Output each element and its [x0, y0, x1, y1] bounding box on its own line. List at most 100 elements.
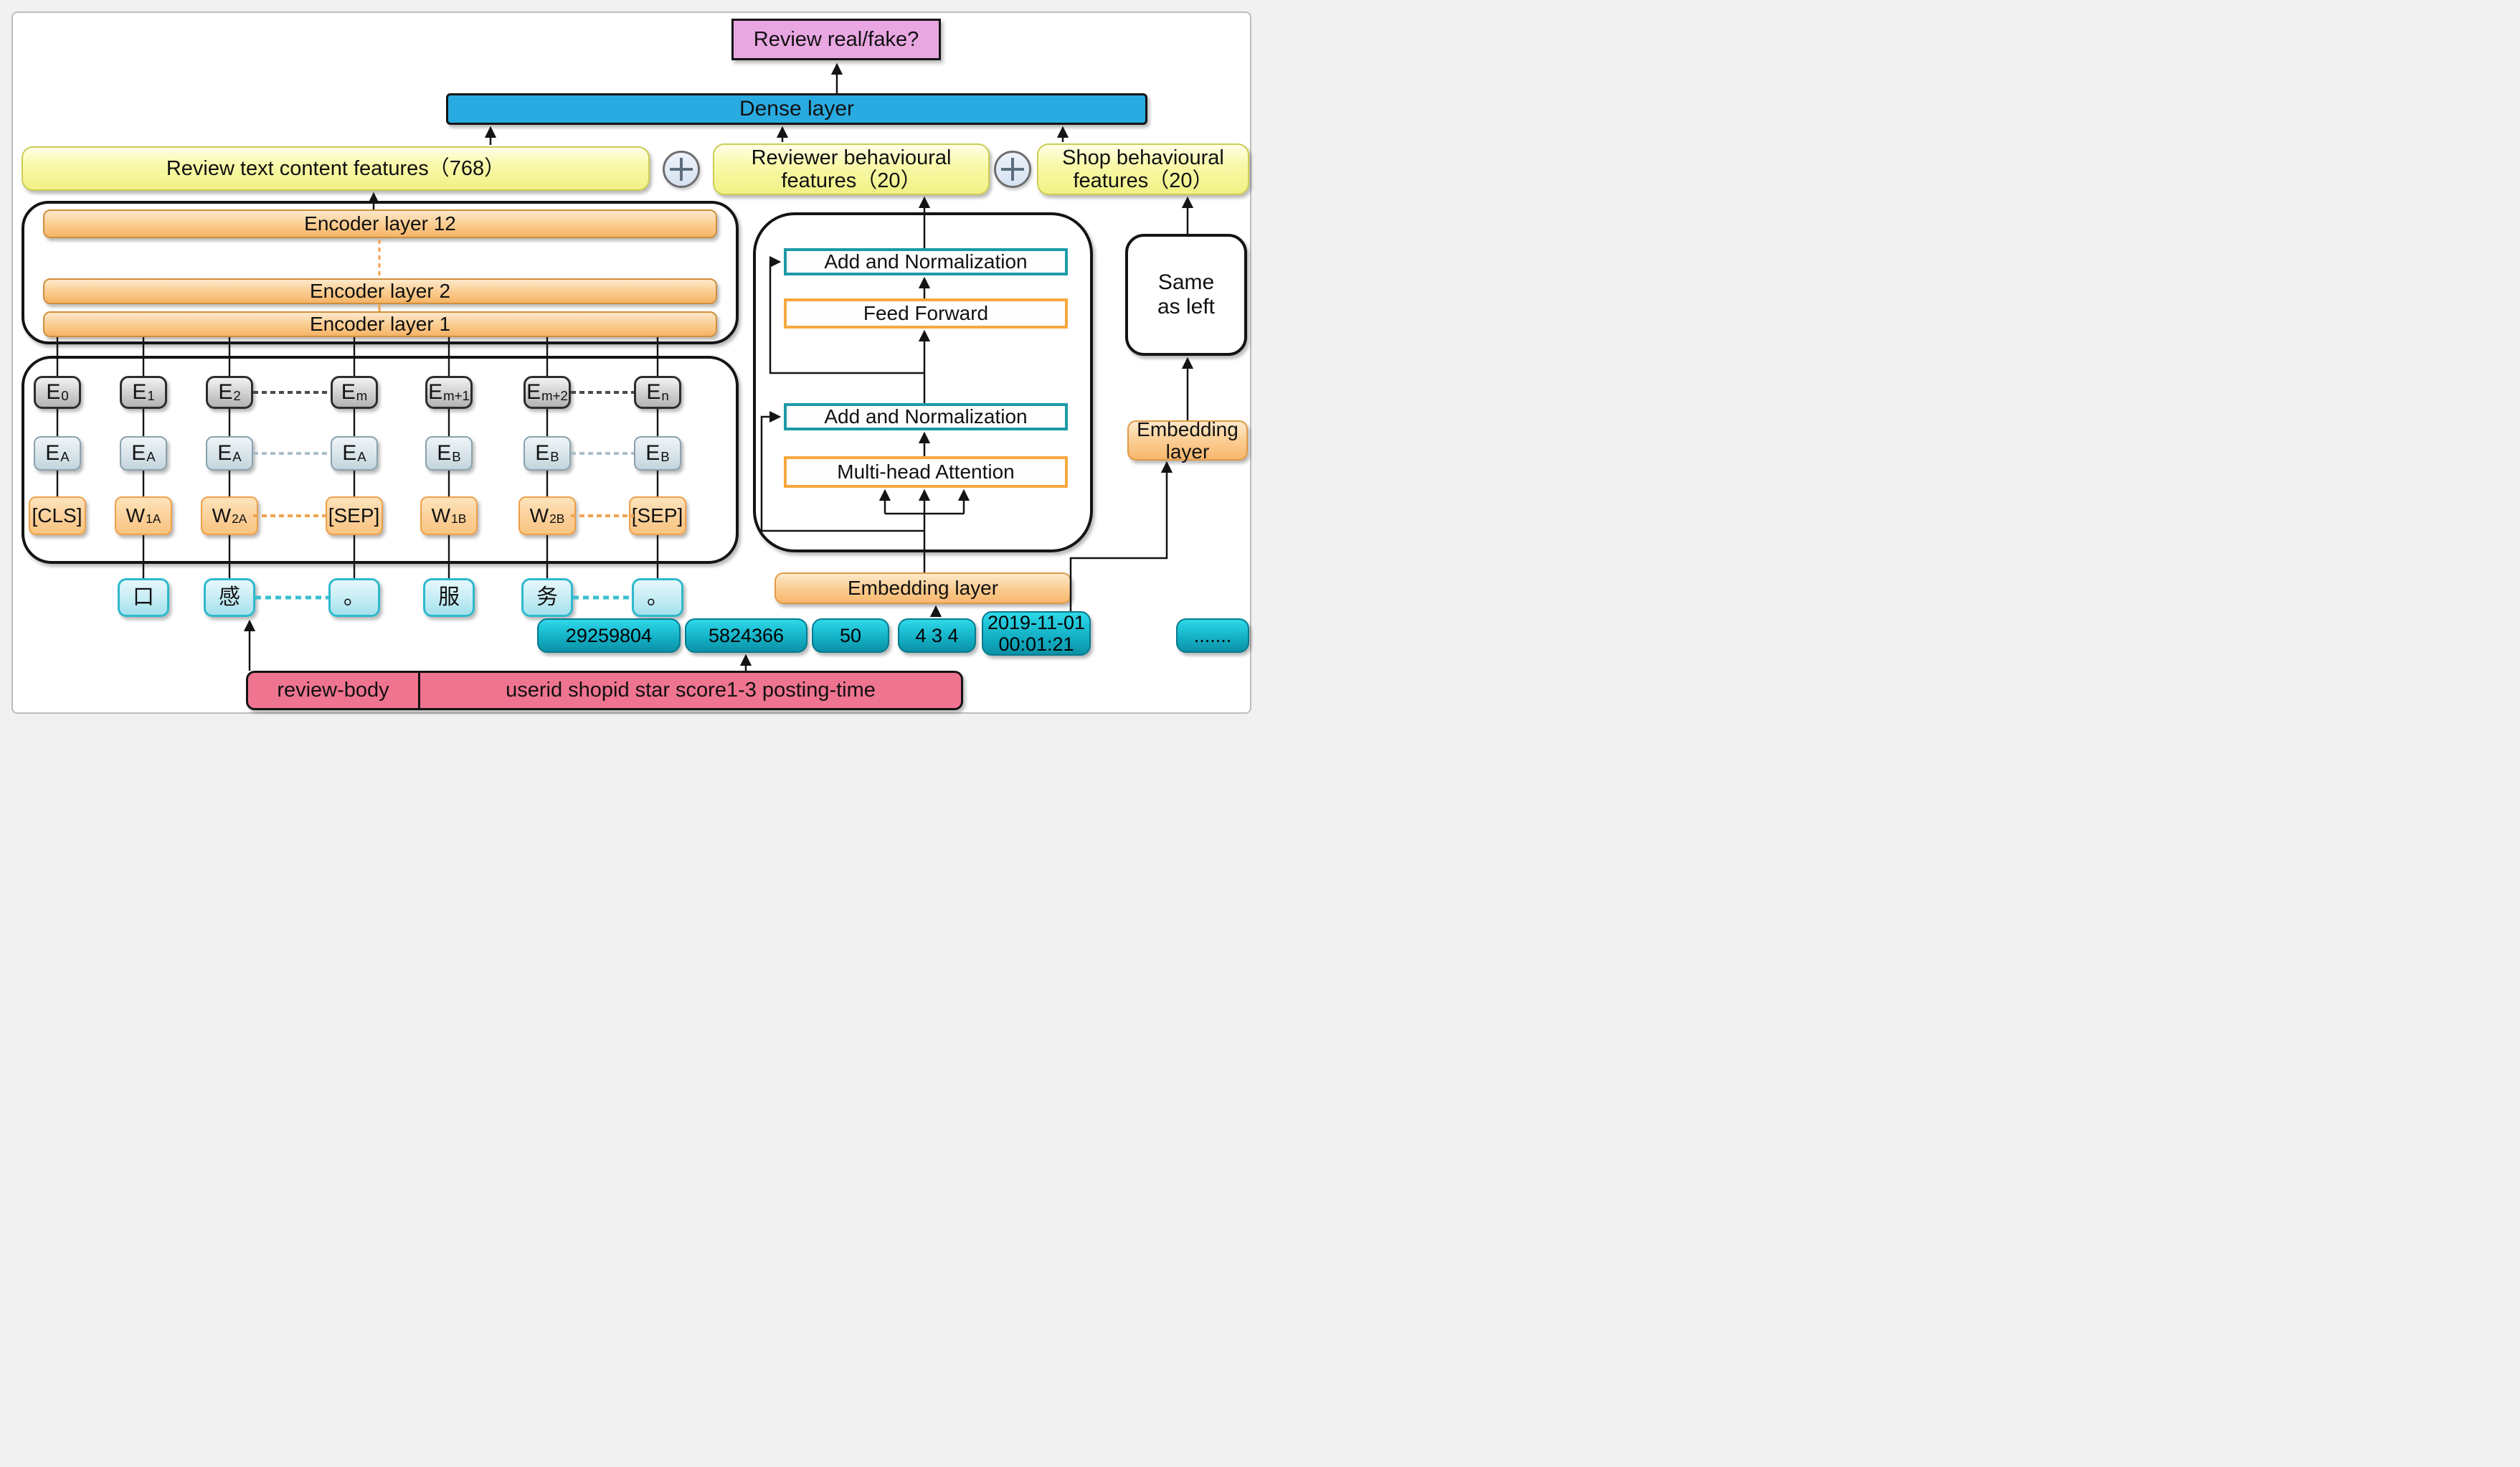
page: { "output_box": {"label": "Review real/f…	[0, 0, 1260, 734]
char-box: 。	[632, 578, 683, 617]
se-sub: B	[660, 449, 670, 465]
shop-behavioural-features-box: Shop behavioural features（20）	[1037, 143, 1249, 195]
char-label: 。	[647, 585, 668, 610]
char-label: 感	[219, 585, 240, 610]
token-main: W	[529, 504, 549, 527]
input-fields-bar: review-body userid shopid star score1-3 …	[246, 671, 963, 710]
pe-main: E	[428, 380, 443, 405]
shop-behavioural-line2: features（20）	[1073, 169, 1213, 192]
pe-sub: m	[356, 388, 368, 404]
token-box: [CLS]	[29, 496, 86, 535]
output-box: Review real/fake?	[731, 19, 941, 60]
char-box: 感	[204, 578, 255, 617]
userid-value-box: 29259804	[537, 618, 681, 653]
multi-head-attention-label: Multi-head Attention	[837, 461, 1015, 484]
se-sub: A	[60, 449, 70, 465]
encoder-layer-2-label: Encoder layer 2	[309, 280, 451, 303]
output-label: Review real/fake?	[753, 27, 919, 51]
pe-main: E	[218, 380, 233, 405]
shop-behavioural-line1: Shop behavioural	[1062, 146, 1224, 169]
star-value: 50	[839, 624, 862, 646]
pe-sub: n	[661, 388, 669, 404]
token-sub: 1A	[146, 511, 161, 527]
review-body-cell: review-body	[248, 673, 420, 708]
char-label: 服	[438, 585, 460, 610]
scores-value-box: 4 3 4	[898, 618, 976, 653]
pe-main: E	[132, 380, 147, 405]
encoder-layer-2: Encoder layer 2	[43, 278, 717, 304]
posting-time-line2: 00:01:21	[998, 633, 1074, 655]
review-text-features-label: Review text content features（768）	[166, 156, 506, 180]
shopid-value-box: 5824366	[685, 618, 807, 653]
scores-value: 4 3 4	[915, 624, 959, 646]
star-value-box: 50	[812, 618, 889, 653]
right-embedding-line2: layer	[1165, 440, 1210, 463]
token-sub: 2A	[232, 511, 247, 527]
se-main: E	[45, 441, 60, 466]
se-main: E	[131, 441, 146, 466]
pe-sub: m+1	[443, 388, 470, 404]
feed-forward-box: Feed Forward	[784, 298, 1068, 329]
token-box: [SEP]	[629, 496, 686, 535]
pe-main: E	[526, 380, 541, 405]
se-sub: A	[232, 449, 242, 465]
reviewer-behavioural-line2: features（20）	[781, 169, 922, 192]
token-main: [CLS]	[32, 504, 82, 527]
pe-sub: m+2	[541, 388, 568, 404]
feed-forward-label: Feed Forward	[863, 302, 989, 325]
token-box: [SEP]	[326, 496, 383, 535]
plus-icon	[994, 151, 1031, 188]
embedding-layer-label: Embedding layer	[847, 577, 999, 600]
userid-value: 29259804	[565, 624, 653, 646]
review-body-label: review-body	[277, 679, 389, 702]
pe-sub: 0	[61, 388, 69, 404]
token-main: [SEP]	[328, 504, 380, 527]
pe-sub: 1	[147, 388, 155, 404]
posting-time-line1: 2019-11-01	[987, 611, 1086, 633]
char-box: 口	[118, 578, 169, 617]
pe-main: E	[341, 380, 356, 405]
ellipsis-label: .......	[1193, 624, 1232, 646]
se-main: E	[437, 441, 452, 466]
token-main: [SEP]	[631, 504, 683, 527]
se-main: E	[217, 441, 232, 466]
right-embedding-line1: Embedding	[1137, 418, 1238, 440]
token-main: W	[212, 504, 232, 527]
encoder-layer-12: Encoder layer 12	[43, 209, 717, 238]
same-as-left-line2: as left	[1157, 295, 1216, 319]
char-box: 。	[328, 578, 380, 617]
pe-main: E	[46, 380, 61, 405]
pe-sub: 2	[233, 388, 241, 404]
meta-fields-cell: userid shopid star score1-3 posting-time	[420, 673, 961, 708]
token-sub: 2B	[549, 511, 565, 527]
transformer-block-container	[753, 212, 1093, 552]
char-box: 务	[521, 578, 573, 617]
dense-layer-label: Dense layer	[739, 97, 855, 121]
same-as-left-line1: Same	[1157, 270, 1215, 295]
meta-fields-label: userid shopid star score1-3 posting-time	[506, 679, 876, 702]
dense-layer-bar: Dense layer	[446, 93, 1147, 125]
reviewer-behavioural-features-box: Reviewer behavioural features（20）	[713, 143, 990, 195]
char-label: 。	[344, 585, 365, 610]
encoder-layer-1-label: Encoder layer 1	[309, 313, 451, 336]
char-label: 口	[133, 585, 154, 610]
review-text-features-box: Review text content features（768）	[22, 146, 650, 191]
se-main: E	[535, 441, 550, 466]
se-sub: A	[357, 449, 366, 465]
